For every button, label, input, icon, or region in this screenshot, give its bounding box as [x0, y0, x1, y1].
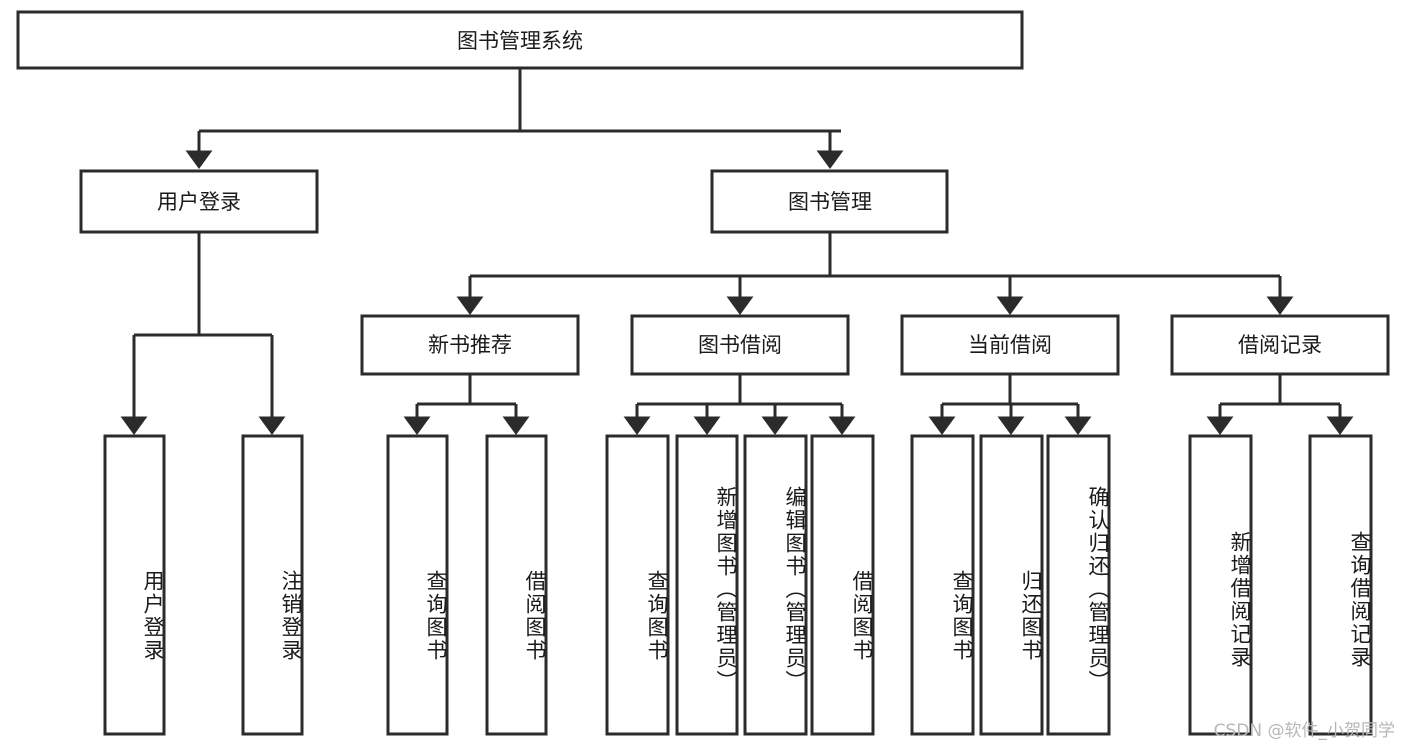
node-new-book-recommend-label: 新书推荐	[428, 333, 512, 357]
edges-book-mgmt-to-level3	[456, 232, 1294, 315]
node-root-label: 图书管理系统	[457, 29, 583, 53]
edges-root-to-level2	[185, 68, 844, 169]
leaf-box-add-book[interactable]	[675, 434, 739, 736]
node-borrow-record-box	[1170, 314, 1390, 376]
node-book-borrow[interactable]: 图书借阅	[630, 314, 850, 376]
node-current-borrow[interactable]: 当前借阅	[900, 314, 1120, 376]
edges-user-login-to-leaves	[120, 232, 286, 435]
node-current-borrow-box	[900, 314, 1120, 376]
leaf-box-confirm-return[interactable]	[1046, 434, 1111, 736]
leaf-box-borrow-book-1[interactable]	[485, 434, 548, 736]
node-borrow-record[interactable]: 借阅记录	[1170, 314, 1390, 376]
node-new-book-recommend[interactable]: 新书推荐	[360, 314, 580, 376]
edges-recommend-to-leaves	[403, 374, 530, 435]
node-root-box	[16, 10, 1024, 70]
node-book-management-box	[710, 169, 949, 234]
leaf-box-user-login[interactable]	[103, 434, 166, 736]
leaf-box-edit-book[interactable]	[743, 434, 808, 736]
leaf-box-logout[interactable]	[241, 434, 304, 736]
leaf-box-borrow-book-2[interactable]	[810, 434, 875, 736]
leaf-boxes	[103, 434, 1373, 736]
node-book-borrow-label: 图书借阅	[698, 333, 782, 357]
node-root[interactable]: 图书管理系统	[16, 10, 1024, 70]
node-user-login-label: 用户登录	[157, 190, 241, 214]
edges-book-borrow-to-leaves	[623, 374, 856, 435]
leaf-box-add-record[interactable]	[1188, 434, 1253, 736]
leaf-box-query-book-1[interactable]	[386, 434, 449, 736]
leaf-box-query-book-3[interactable]	[910, 434, 975, 736]
leaf-box-return-book[interactable]	[979, 434, 1044, 736]
node-borrow-record-label: 借阅记录	[1238, 333, 1322, 357]
node-book-management[interactable]: 图书管理	[710, 169, 949, 234]
edges-borrow-record-to-leaves	[1206, 374, 1354, 435]
watermark-text: CSDN @软件_小贺同学	[1213, 721, 1395, 741]
node-new-book-recommend-box	[360, 314, 580, 376]
node-book-borrow-box	[630, 314, 850, 376]
node-current-borrow-label: 当前借阅	[968, 333, 1052, 357]
edges-current-borrow-to-leaves	[928, 374, 1092, 435]
leaf-box-query-book-2[interactable]	[605, 434, 670, 736]
leaf-box-query-record[interactable]	[1308, 434, 1373, 736]
node-book-management-label: 图书管理	[788, 190, 872, 214]
node-user-login[interactable]: 用户登录	[79, 169, 319, 234]
